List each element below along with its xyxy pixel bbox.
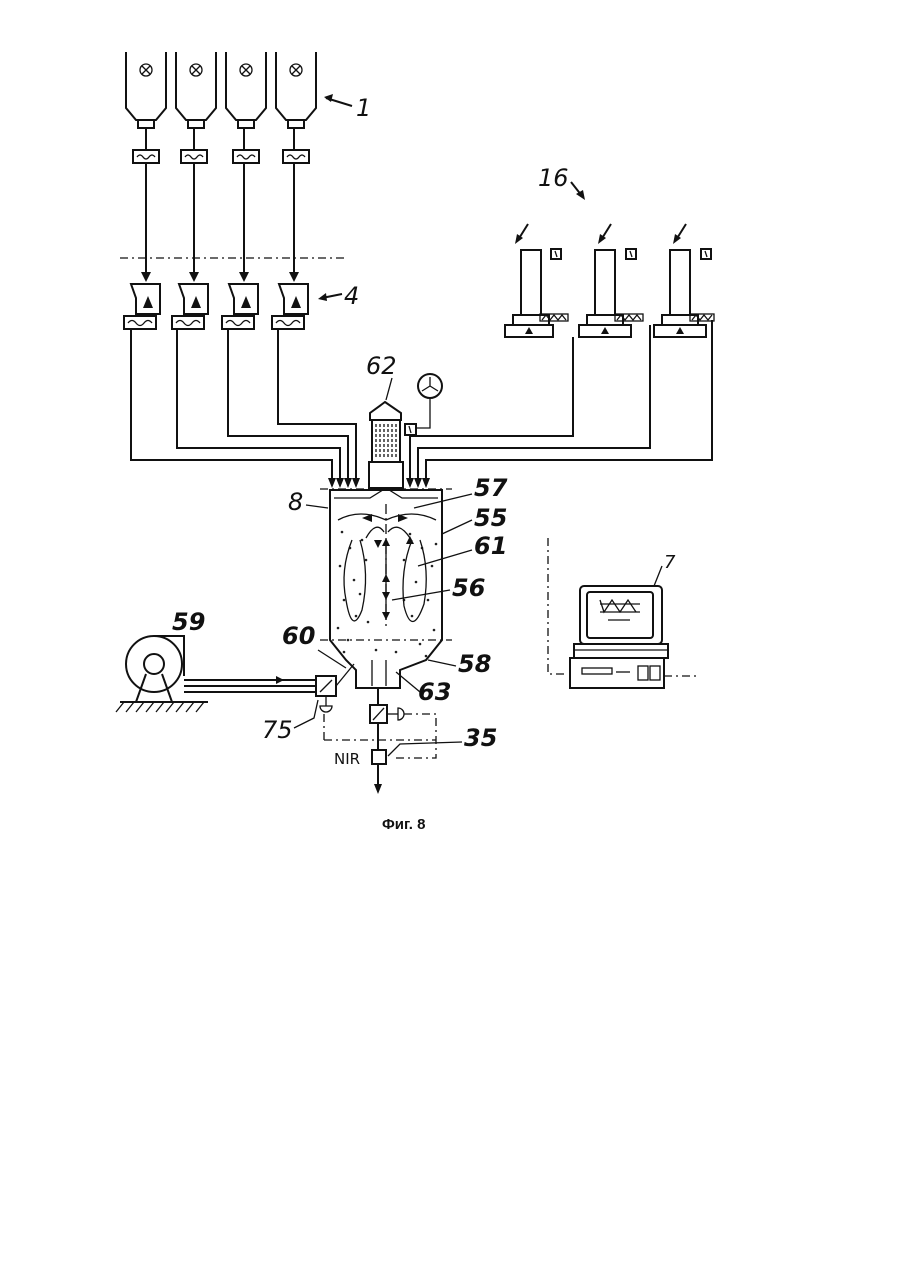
- label-wall: 55: [474, 504, 507, 532]
- label-outlet: 63: [418, 678, 451, 706]
- silo-group: [126, 52, 316, 282]
- label-blower: 59: [172, 608, 205, 636]
- label-valve: 75: [262, 716, 293, 744]
- label-nir: NIR: [334, 750, 360, 768]
- mixer-vessel: [320, 488, 452, 705]
- label-silos: 1: [356, 94, 371, 122]
- label-air-inlet: 60: [282, 622, 315, 650]
- figure-caption: Фиг. 8: [382, 816, 425, 833]
- silo: [226, 52, 266, 163]
- label-sensor: 35: [464, 724, 497, 752]
- label-filter: 62: [366, 352, 397, 380]
- silo: [276, 52, 316, 163]
- feed-pipes: [131, 320, 712, 488]
- label-control-computer: 7: [664, 552, 676, 573]
- label-bottom: 58: [458, 650, 491, 678]
- label-flow: 61: [474, 532, 507, 560]
- silo: [176, 52, 216, 163]
- liquid-dosers: [505, 224, 714, 337]
- dosing-units: [124, 284, 308, 329]
- filter-unit: [369, 374, 442, 488]
- control-computer: [548, 538, 700, 688]
- label-liquid-dosers: 16: [538, 164, 569, 192]
- label-dosing-units: 4: [344, 282, 359, 310]
- label-deflector: 57: [474, 474, 508, 502]
- label-mixer: 8: [288, 488, 303, 516]
- label-shaft: 56: [452, 574, 485, 602]
